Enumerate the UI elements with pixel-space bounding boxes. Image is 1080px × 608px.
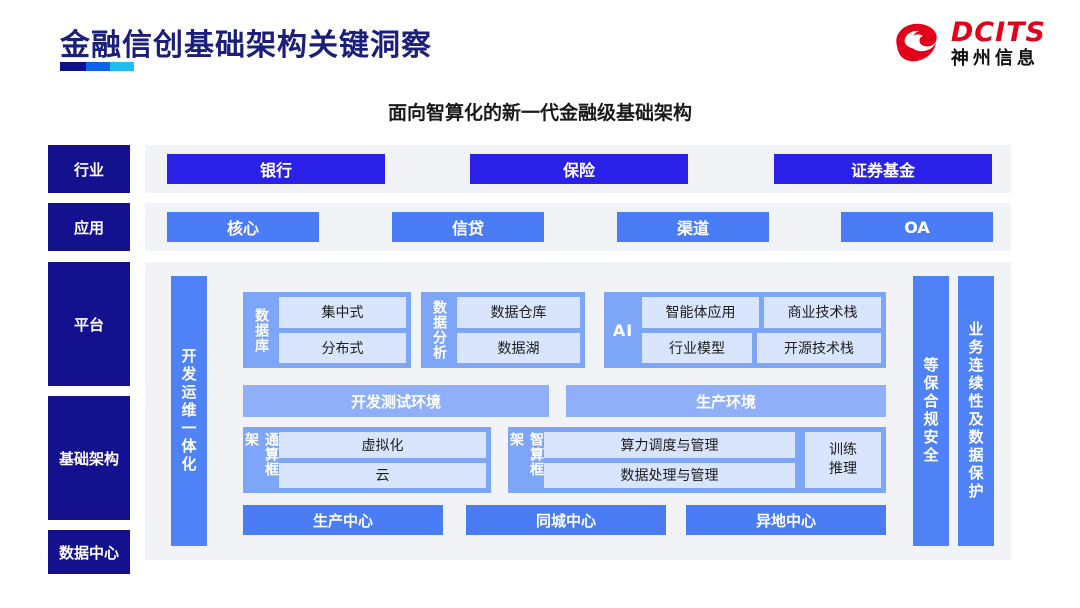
cell-opensource-tech-stack[interactable]: 开源技术栈 <box>757 332 881 363</box>
row-label-application: 应用 <box>48 203 130 251</box>
row-label-infrastructure: 基础架构 <box>48 396 130 520</box>
application-chip-credit[interactable]: 信贷 <box>392 212 544 242</box>
row-label-industry: 行业 <box>48 145 130 193</box>
cell-virtualization[interactable]: 虚拟化 <box>279 432 486 458</box>
industry-chip-insurance[interactable]: 保险 <box>470 154 688 184</box>
cell-data-warehouse[interactable]: 数据仓库 <box>457 297 580 328</box>
application-chip-channel[interactable]: 渠道 <box>617 212 769 242</box>
datacenter-chip-production[interactable]: 生产中心 <box>243 505 443 535</box>
group-label-database: 数据库 <box>253 307 269 353</box>
vertical-bar-compliance-security[interactable]: 等保合规安全 <box>913 276 949 546</box>
cell-inference-label: 推理 <box>829 461 857 477</box>
datacenter-chip-metro[interactable]: 同城中心 <box>466 505 666 535</box>
group-data-analytics: 数据分析 数据仓库 数据湖 <box>421 292 585 368</box>
cell-cloud[interactable]: 云 <box>279 462 486 488</box>
industry-chip-bank[interactable]: 银行 <box>167 154 385 184</box>
brand-logo: DCITS 神州信息 <box>889 16 1046 70</box>
cell-industry-model[interactable]: 行业模型 <box>642 332 752 363</box>
row-label-datacenter: 数据中心 <box>48 530 130 574</box>
cell-centralized[interactable]: 集中式 <box>279 297 406 328</box>
logo-text-en: DCITS <box>950 16 1046 48</box>
cell-data-lake[interactable]: 数据湖 <box>457 332 580 363</box>
application-chip-core[interactable]: 核心 <box>167 212 319 242</box>
group-label-general-compute-framework: 通算框架 <box>243 432 279 477</box>
industry-chip-securities-fund[interactable]: 证券基金 <box>774 154 992 184</box>
group-intelligent-compute-framework: 智算框架 算力调度与管理 数据处理与管理 训练 推理 <box>508 427 886 493</box>
row-label-platform: 平台 <box>48 262 130 386</box>
diagram-subtitle: 面向智算化的新一代金融级基础架构 <box>387 102 692 124</box>
application-chip-oa[interactable]: OA <box>841 212 993 242</box>
vertical-bar-devops[interactable]: 开发运维一体化 <box>171 276 207 546</box>
logo-text-cn: 神州信息 <box>950 47 1039 69</box>
cell-training-label: 训练 <box>829 442 857 459</box>
page-title: 金融信创基础架构关键洞察 <box>60 28 432 63</box>
environment-dev-test[interactable]: 开发测试环境 <box>243 385 549 417</box>
group-label-intelligent-compute-framework: 智算框架 <box>508 432 544 477</box>
datacenter-chip-remote[interactable]: 异地中心 <box>686 505 886 535</box>
group-label-ai: AI <box>612 320 634 340</box>
cell-commercial-tech-stack[interactable]: 商业技术栈 <box>764 297 881 328</box>
cell-agent-application[interactable]: 智能体应用 <box>642 297 759 328</box>
cell-compute-scheduling-management[interactable]: 算力调度与管理 <box>544 432 795 458</box>
vertical-bar-business-continuity[interactable]: 业务连续性及数据保护 <box>958 276 994 546</box>
environment-production[interactable]: 生产环境 <box>566 385 886 417</box>
title-underline-bar <box>60 62 134 71</box>
group-ai: AI 智能体应用 商业技术栈 行业模型 开源技术栈 <box>604 292 886 368</box>
cell-distributed[interactable]: 分布式 <box>279 332 406 363</box>
group-label-data-analytics: 数据分析 <box>431 300 447 360</box>
group-general-compute-framework: 通算框架 虚拟化 云 <box>243 427 491 493</box>
cell-data-processing-management[interactable]: 数据处理与管理 <box>544 462 795 488</box>
page-header: 金融信创基础架构关键洞察 DCITS 神州信息 <box>0 0 1080 92</box>
dcits-swirl-icon <box>889 16 943 70</box>
cell-training-inference[interactable]: 训练 推理 <box>805 432 881 488</box>
group-database: 数据库 集中式 分布式 <box>243 292 411 368</box>
